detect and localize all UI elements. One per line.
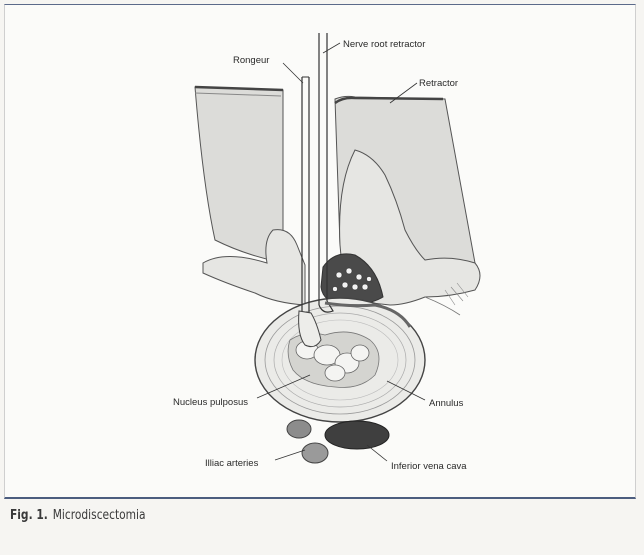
figure-panel: Nerve root retractor Rongeur Retractor N… [4,4,636,499]
inferior-vena-cava [325,421,389,449]
microdiscectomy-illustration: Nerve root retractor Rongeur Retractor N… [5,5,635,497]
caption-text: Microdiscectomia [53,508,146,523]
label-inferior-vena-cava: Inferior vena cava [391,461,467,472]
label-nucleus-pulposus: Nucleus pulposus [173,397,248,408]
caption-label: Fig. 1. [10,508,48,523]
illiac-arteries [287,420,328,463]
figure-caption: Fig. 1. Microdiscectomia [10,508,146,523]
label-rongeur: Rongeur [233,55,269,66]
label-nerve-root-retractor: Nerve root retractor [343,39,425,50]
label-retractor: Retractor [419,78,458,89]
label-annulus: Annulus [429,398,464,409]
label-illiac-arteries: Illiac arteries [205,458,259,469]
